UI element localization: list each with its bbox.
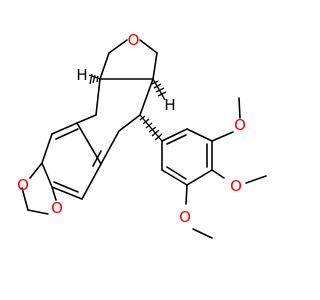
dioxole-oxygen-top-label: O bbox=[17, 176, 29, 194]
hydrogen-top-right-label: H bbox=[164, 96, 175, 114]
benzodioxole-benzene-ring bbox=[41, 122, 102, 200]
stereo-bonds bbox=[88, 73, 167, 142]
methoxy-oxygen-bottom-label: O bbox=[179, 208, 191, 226]
methoxy-bonds bbox=[185, 97, 267, 239]
thf-oxygen-label: O bbox=[128, 31, 140, 49]
methoxy-oxygen-top-label: O bbox=[234, 116, 246, 134]
tetrahydrofuran-ring bbox=[99, 39, 158, 80]
trimethoxyphenyl-ring bbox=[161, 128, 213, 186]
dioxole-ring bbox=[21, 162, 57, 215]
molecule-canvas: O O O O O O H H bbox=[17, 31, 267, 239]
molecule-structure: O O O O O O H H bbox=[17, 31, 267, 239]
methoxy-oxygen-middle-label: O bbox=[230, 177, 242, 195]
cyclohexane-ring bbox=[76, 78, 154, 165]
hydrogen-top-left-label: H bbox=[76, 66, 87, 84]
dioxole-oxygen-bottom-label: O bbox=[51, 199, 63, 217]
